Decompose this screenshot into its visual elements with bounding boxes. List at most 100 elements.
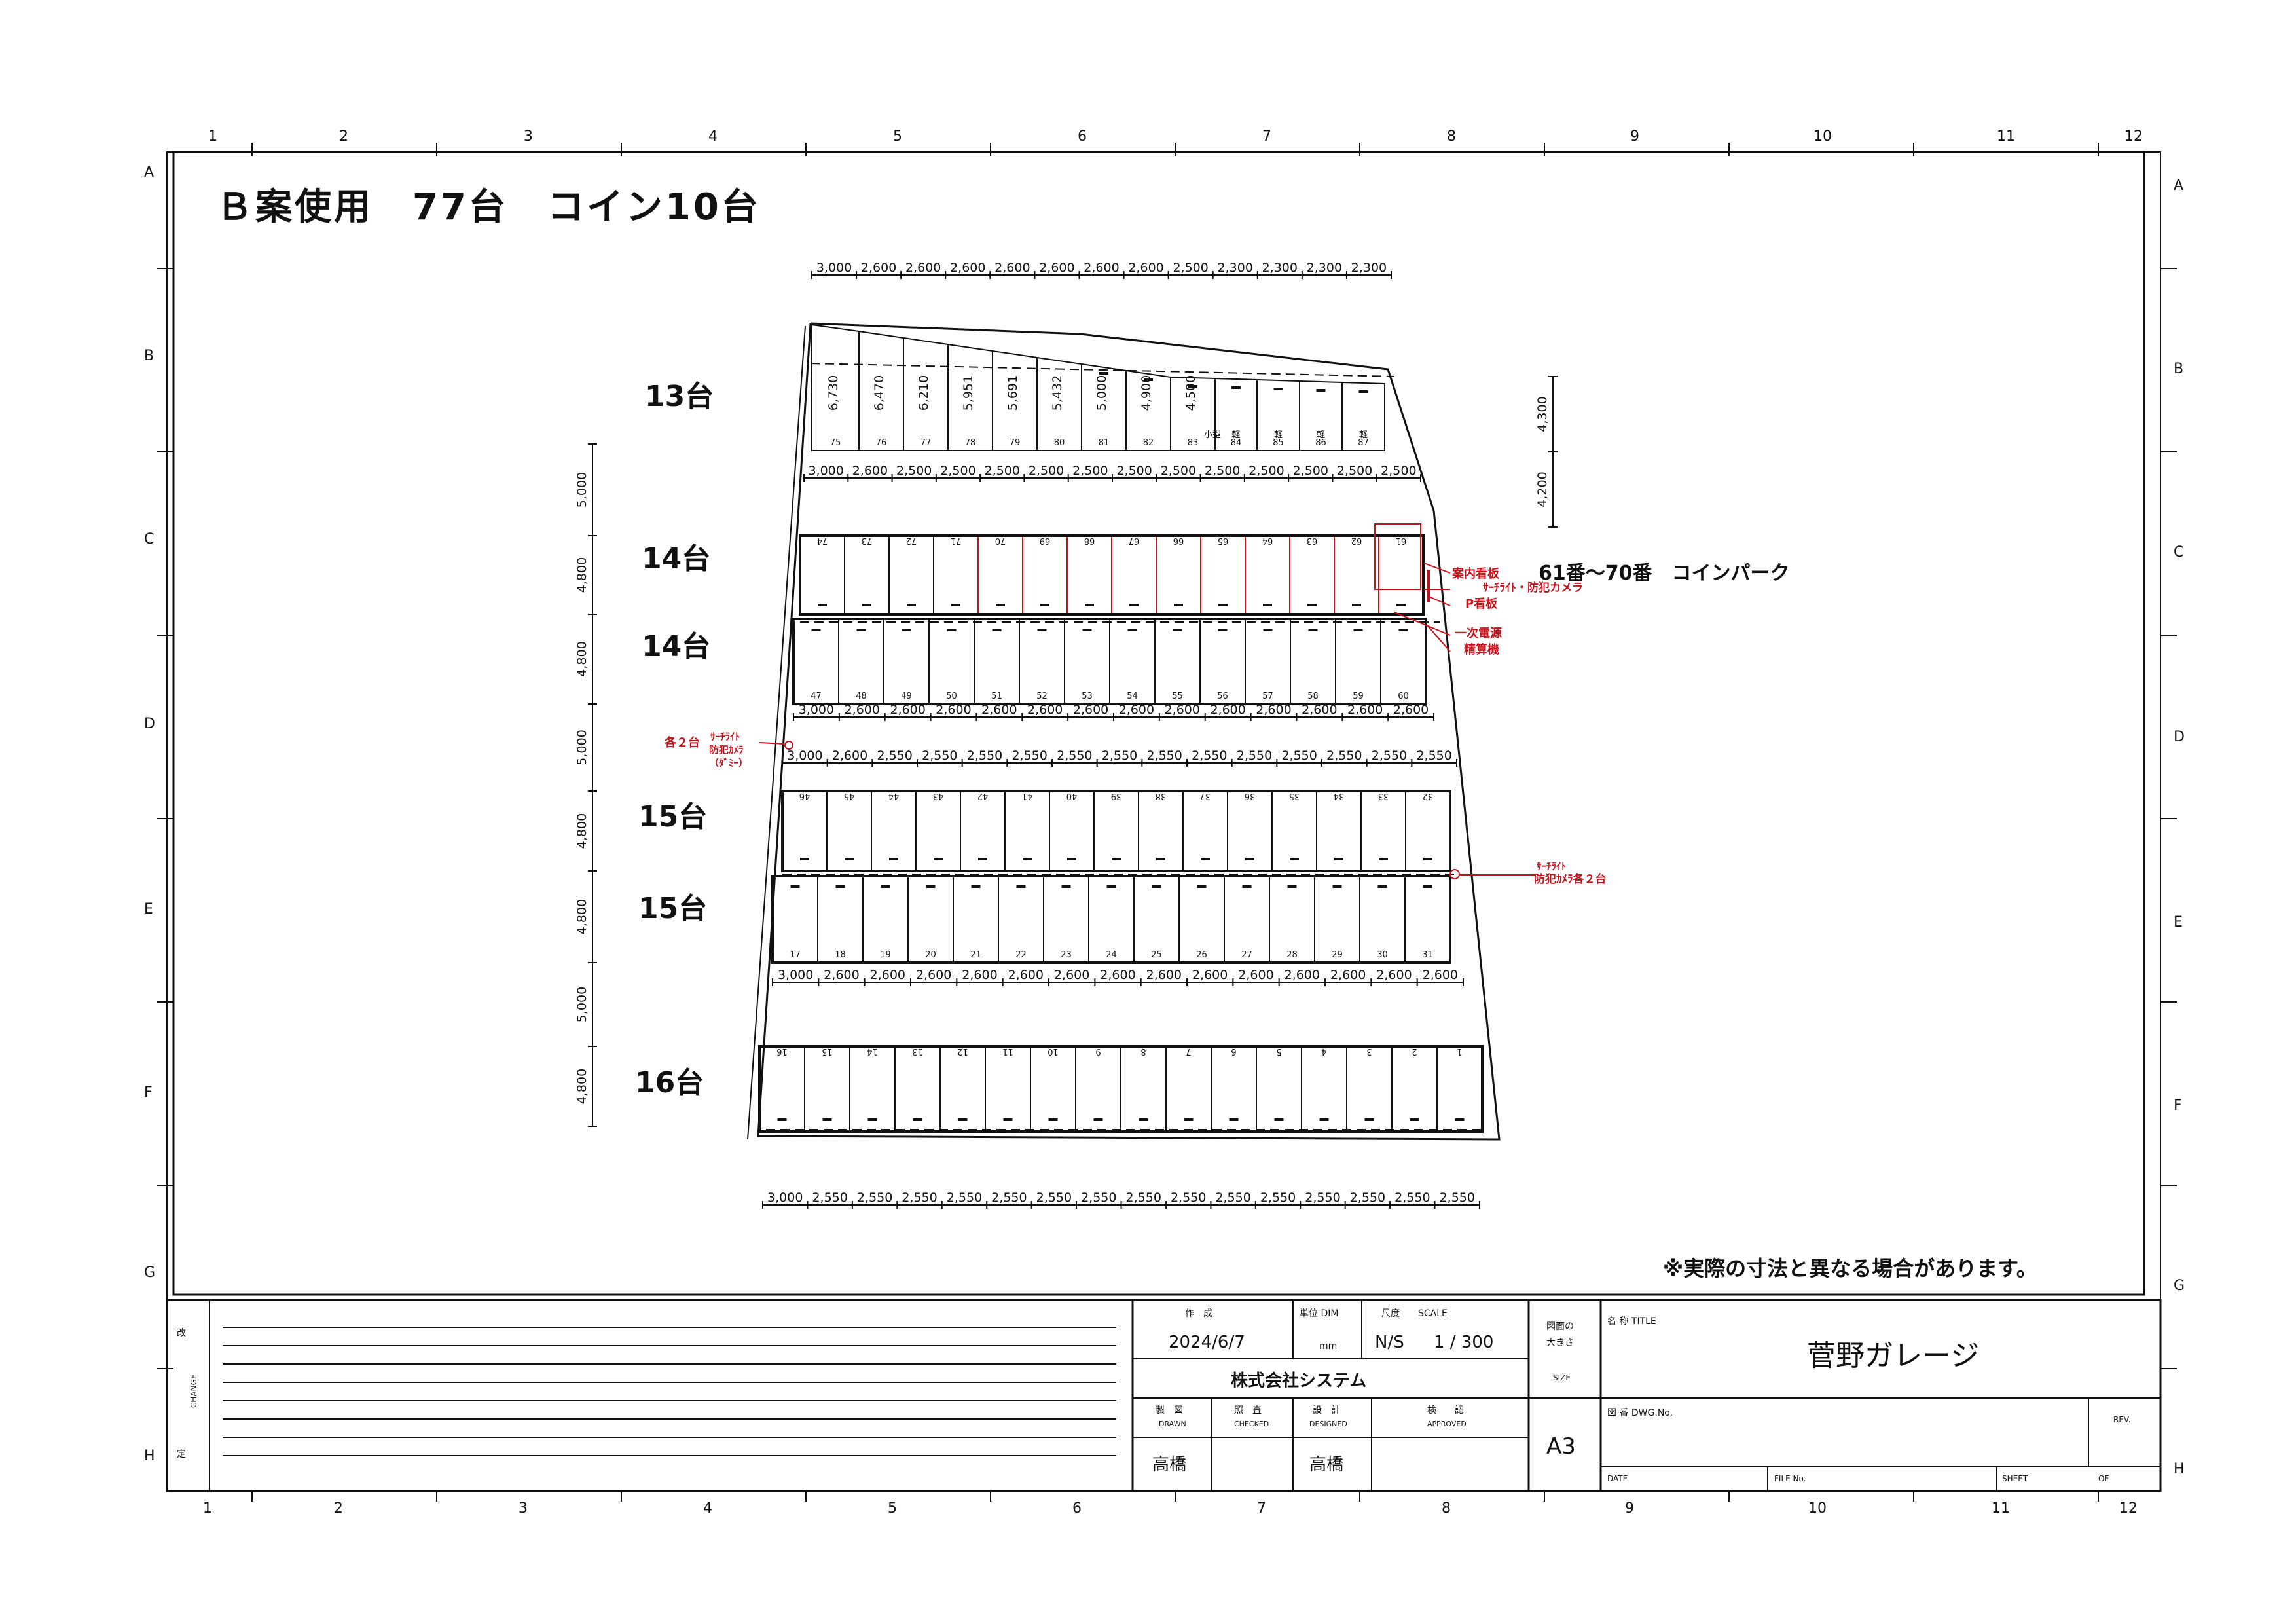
dimension-label: 2,500	[1161, 464, 1196, 478]
wheel-stop	[1396, 604, 1406, 606]
dimension-label: 2,550	[1036, 1190, 1072, 1205]
grid-row-label: F	[144, 1084, 153, 1101]
wheel-stop	[1139, 1118, 1148, 1121]
depth-dimension: 4,900	[1139, 375, 1154, 411]
dimension-label: 2,500	[896, 464, 932, 478]
space-number: 3	[1366, 1046, 1372, 1056]
dimension-label: 2,500	[1248, 464, 1284, 478]
wheel-stop	[1358, 390, 1368, 393]
wheel-stop	[1263, 604, 1272, 606]
dimension-label: 2,550	[1237, 748, 1272, 763]
wheel-stop	[1377, 885, 1387, 888]
dimension-label: 2,600	[905, 261, 941, 275]
group-label-row15b: 15台	[638, 892, 707, 925]
dimension-label: 3,000	[767, 1190, 803, 1205]
wheel-stop	[971, 885, 981, 888]
space-number: 33	[1378, 791, 1389, 801]
space-number: 63	[1307, 536, 1318, 545]
space-number: 75	[830, 438, 841, 448]
space-number: 18	[835, 950, 846, 960]
wheel-stop	[1364, 1118, 1374, 1121]
wheel-stop	[1379, 858, 1388, 860]
scale-label: 尺度 SCALE	[1381, 1308, 1448, 1319]
dimension-label: 3,000	[778, 968, 813, 982]
scale-ns: N/S	[1375, 1333, 1404, 1352]
wheel-stop	[1332, 885, 1342, 888]
space-number: 81	[1099, 438, 1110, 448]
space-number: 78	[965, 438, 976, 448]
dimension-label: 4,300	[1535, 396, 1550, 432]
drawn-label: 製 図	[1156, 1405, 1183, 1416]
lot-outline	[747, 322, 1501, 1141]
depth-dimension: 5,691	[1006, 375, 1020, 411]
left-camera-note-2: ｻｰﾁﾗｲﾄ	[710, 731, 740, 743]
space-number: 60	[1398, 692, 1409, 701]
right-camera-note-1: ｻｰﾁﾗｲﾄ	[1537, 860, 1566, 872]
wheel-stop	[1067, 858, 1076, 860]
dimension-label: 2,600	[981, 703, 1017, 717]
space-number: 21	[970, 950, 981, 960]
space-number: 84	[1231, 438, 1242, 448]
dimension-label: 2,600	[1285, 968, 1320, 982]
space-number: 37	[1200, 791, 1211, 801]
depth-dimension: 5,000	[1095, 375, 1109, 411]
space-number: 17	[790, 950, 801, 960]
dimension-label: 2,600	[870, 968, 905, 982]
dimension-label: 2,600	[1128, 261, 1163, 275]
dimension-label: 2,600	[1146, 968, 1182, 982]
dimension-label: 2,600	[936, 703, 971, 717]
dimension-label: 2,600	[1084, 261, 1119, 275]
space-number: 39	[1111, 791, 1122, 801]
grid-column-label: 6	[1078, 128, 1087, 145]
space-number: 53	[1082, 692, 1093, 701]
wheel-stop	[867, 1118, 877, 1121]
wheel-stop	[1242, 885, 1252, 888]
right-camera-marker	[1449, 869, 1535, 879]
dimension-label: 2,500	[1205, 464, 1240, 478]
change-mark-1: 改	[177, 1328, 186, 1338]
space-number: 2	[1412, 1046, 1417, 1056]
grid-row-label: B	[144, 348, 154, 364]
space-number: 9	[1095, 1046, 1101, 1056]
grid-column-label: 12	[2119, 1500, 2138, 1517]
space-number: 6	[1231, 1046, 1236, 1056]
dimension-label: 2,600	[950, 261, 985, 275]
grid-row-label: F	[2174, 1098, 2182, 1114]
p-board-note: P看板	[1465, 597, 1498, 611]
grid-column-label: 1	[203, 1500, 212, 1517]
space-number: 10	[1048, 1046, 1059, 1056]
dimension-label: 2,600	[1302, 703, 1337, 717]
space-number: 4	[1321, 1046, 1326, 1056]
dimension-label: 2,550	[1326, 748, 1362, 763]
wheel-stop	[934, 858, 943, 860]
wheel-stop	[992, 629, 1002, 631]
dimension-label: 2,550	[947, 1190, 982, 1205]
wheel-stop	[1229, 1118, 1239, 1121]
wheel-stop	[1352, 604, 1361, 606]
dimension-label: 4,200	[1535, 471, 1550, 507]
file-label: FILE No.	[1774, 1474, 1806, 1483]
wheel-stop	[1099, 372, 1108, 375]
name-label: 名 称 TITLE	[1607, 1316, 1656, 1327]
parking-space	[1341, 381, 1385, 451]
space-number: 64	[1262, 536, 1273, 545]
grid-column-label: 8	[1442, 1500, 1451, 1517]
wheel-stop	[1423, 858, 1432, 860]
drawn-by: 高橋	[1152, 1455, 1186, 1475]
row-outline	[781, 790, 1451, 872]
wheel-stop	[1112, 858, 1121, 860]
wheel-stop	[1245, 858, 1254, 860]
dimension-label: 5,000	[575, 987, 589, 1022]
wheel-stop	[1003, 1118, 1013, 1121]
space-number: 8	[1140, 1046, 1146, 1056]
dimension-label: 3,000	[808, 464, 843, 478]
wheel-stop	[1082, 629, 1092, 631]
grid-row-label: D	[144, 716, 155, 732]
space-number: 40	[1066, 791, 1078, 801]
dimension-label: 2,600	[890, 703, 925, 717]
dimension-label: 2,550	[1011, 748, 1047, 763]
dimension-label: 2,600	[852, 464, 888, 478]
